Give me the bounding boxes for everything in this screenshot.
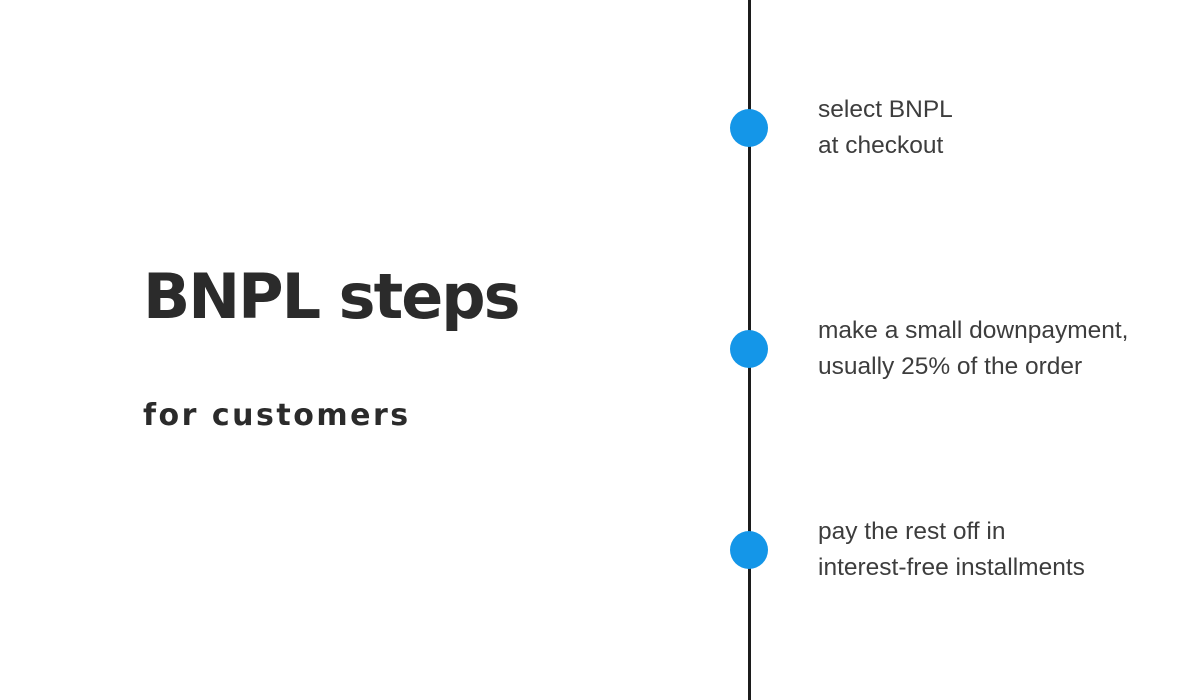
timeline-dot-icon xyxy=(730,531,768,569)
timeline-step-2-label: make a small downpayment, usually 25% of… xyxy=(818,313,1128,385)
timeline-step-1-line-2: at checkout xyxy=(818,132,944,159)
timeline-step-1-label: select BNPL at checkout xyxy=(818,92,953,164)
page-title: BNPL steps xyxy=(143,260,521,333)
page-subtitle: for customers xyxy=(143,398,411,433)
timeline-step-2-line-1: make a small downpayment, xyxy=(818,317,1129,344)
timeline-dot-icon xyxy=(730,330,768,368)
timeline-dot-icon xyxy=(730,109,768,147)
timeline-step-2-line-2: usually 25% of the order xyxy=(818,353,1083,380)
timeline-step-3-line-2: interest-free installments xyxy=(818,554,1085,581)
timeline-step-3-label: pay the rest off in interest-free instal… xyxy=(818,514,1085,586)
timeline-step-1-line-1: select BNPL xyxy=(818,96,953,123)
timeline-step-3-line-1: pay the rest off in xyxy=(818,518,1006,545)
